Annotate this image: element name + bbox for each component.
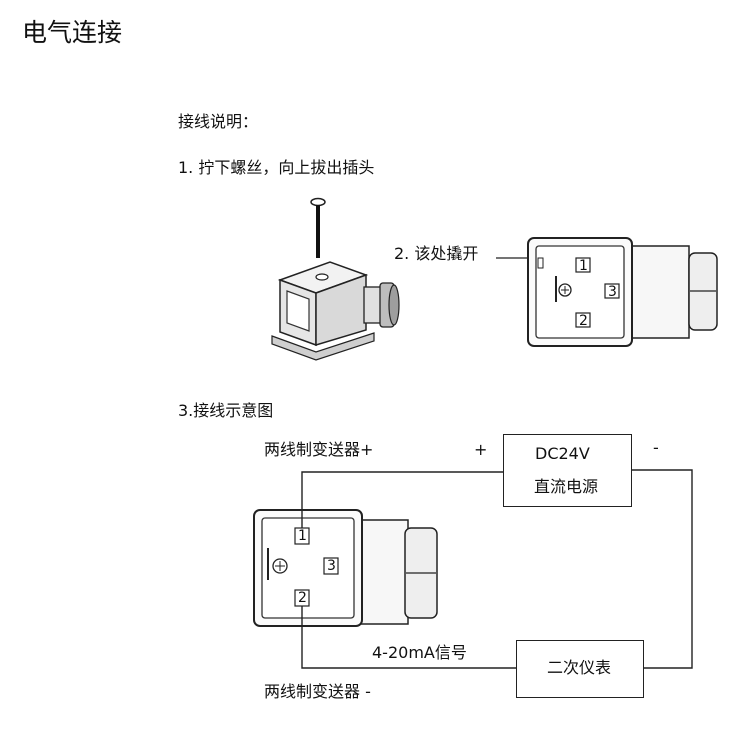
step-3-label: 3.接线示意图	[178, 401, 274, 420]
diagram-pin-3-label: 3	[327, 558, 336, 574]
terminal-3-icon	[604, 283, 620, 299]
wire-positive	[301, 471, 504, 528]
plug-body	[271, 261, 375, 361]
transmitter-minus-label: 两线制变送器 -	[264, 682, 371, 701]
terminal-2-icon	[575, 312, 591, 328]
instructions-heading: 接线说明：	[178, 112, 259, 131]
step-2-label: 2. 该处撬开	[394, 244, 479, 263]
front-pin-1-label: 1	[579, 258, 588, 274]
diagram-pin-1-label: 1	[298, 528, 307, 544]
front-pin-2-label: 2	[579, 313, 588, 329]
page-title: 电气连接	[22, 18, 123, 47]
terminal-1-icon	[575, 257, 591, 273]
signal-label: 4-20mA信号	[372, 643, 467, 662]
instrument-label: 二次仪表	[547, 658, 612, 677]
front-pin-3-label: 3	[608, 284, 617, 300]
transmitter-plus-label: 两线制变送器+	[264, 440, 374, 459]
cable-gland	[363, 282, 400, 328]
plus-sign-label: +	[474, 440, 488, 459]
power-supply-box: DC24V 直流电源	[503, 434, 632, 507]
power-label: 直流电源	[534, 477, 599, 496]
instrument-box: 二次仪表	[516, 640, 644, 698]
wire-negative-loop	[632, 469, 693, 669]
minus-sign-label: -	[653, 438, 659, 457]
diagram-pin-2-label: 2	[298, 590, 307, 606]
diagram-terminal-3-icon	[323, 557, 339, 575]
wires	[301, 469, 693, 669]
step-1-label: 1. 拧下螺丝，向上拔出插头	[178, 158, 375, 177]
wire-signal-return	[301, 606, 516, 669]
power-voltage-label: DC24V	[535, 444, 590, 463]
